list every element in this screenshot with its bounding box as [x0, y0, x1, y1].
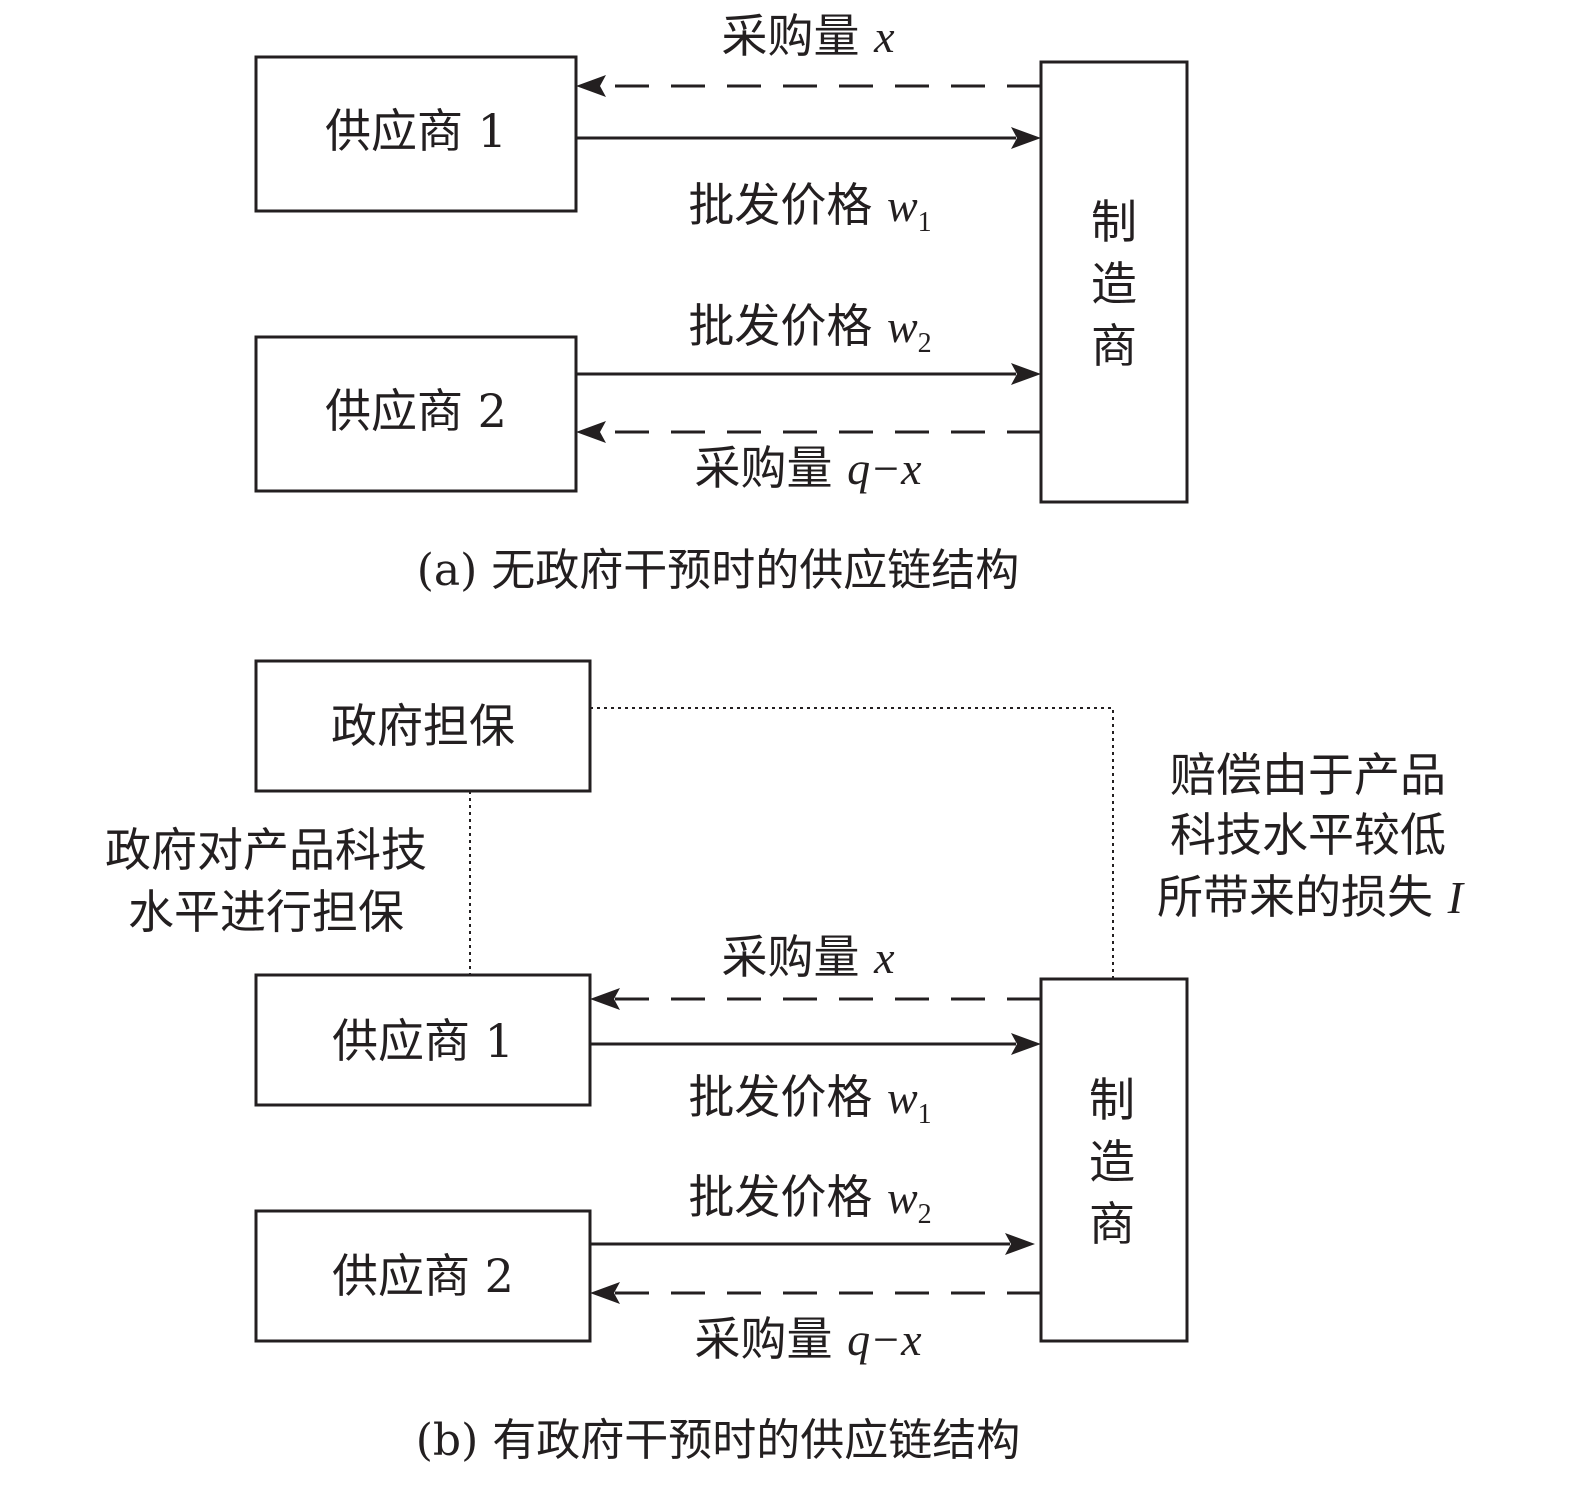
- purchase-x-label: 采购量 x: [721, 930, 895, 984]
- manufacturer-char-1: 制: [1089, 1073, 1135, 1127]
- comp-note-line-2: 科技水平较低: [1170, 808, 1446, 862]
- arrowhead: [1011, 1033, 1041, 1055]
- arrowhead: [1005, 1233, 1035, 1255]
- supplier-1-box: [254, 55, 578, 213]
- wholesale-w1-label: 批发价格 w1: [688, 178, 931, 238]
- supplier-2-label: 供应商 2: [325, 384, 507, 438]
- caption-b: (b) 有政府干预时的供应链结构: [416, 1415, 1020, 1466]
- arrowhead: [1011, 363, 1041, 385]
- gov-note-line-2: 水平进行担保: [128, 885, 404, 939]
- manufacturer-char-2: 造: [1089, 1135, 1135, 1189]
- arrowhead: [590, 1282, 620, 1304]
- supplier-2-box: [254, 335, 578, 493]
- gov-note-line-1: 政府对产品科技: [105, 823, 427, 877]
- manufacturer-char-3: 商: [1091, 319, 1137, 373]
- purchase-qx-label: 采购量 q−x: [694, 441, 922, 495]
- manufacturer-box: [1039, 60, 1189, 504]
- caption-a: (a) 无政府干预时的供应链结构: [417, 545, 1020, 596]
- arrowhead: [590, 988, 620, 1010]
- purchase-qx-label: 采购量 q−x: [694, 1312, 922, 1366]
- comp-note-line-3: 所带来的损失 I: [1157, 870, 1466, 924]
- wholesale-w2-label: 批发价格 w2: [688, 299, 931, 359]
- wholesale-w2-label: 批发价格 w2: [688, 1170, 931, 1230]
- government-box: [254, 659, 592, 793]
- supplier-1-label: 供应商 1: [325, 104, 507, 158]
- supplier-1-label: 供应商 1: [332, 1014, 514, 1068]
- panel-a: 供应商 1 供应商 2 制 造 商 采购量 x 批发价格 w1 批发价格 w2 …: [254, 9, 1189, 596]
- arrowhead: [576, 421, 606, 443]
- manufacturer-box: [1039, 977, 1189, 1343]
- supplier-2-box: [254, 1209, 592, 1343]
- arrowhead: [576, 75, 606, 97]
- manufacturer-char-3: 商: [1089, 1197, 1135, 1251]
- comp-note-line-1: 赔偿由于产品: [1170, 748, 1446, 802]
- arrowhead: [1011, 127, 1041, 149]
- supplier-2-label: 供应商 2: [332, 1249, 514, 1303]
- panel-b: 政府担保 政府对产品科技 水平进行担保 赔偿由于产品 科技水平较低 所带来的损失…: [105, 659, 1466, 1466]
- manufacturer-char-2: 造: [1091, 257, 1137, 311]
- manufacturer-char-1: 制: [1091, 195, 1137, 249]
- purchase-x-label: 采购量 x: [721, 9, 895, 63]
- wholesale-w1-label: 批发价格 w1: [688, 1070, 931, 1130]
- government-label: 政府担保: [331, 699, 515, 753]
- supplier-1-box: [254, 973, 592, 1107]
